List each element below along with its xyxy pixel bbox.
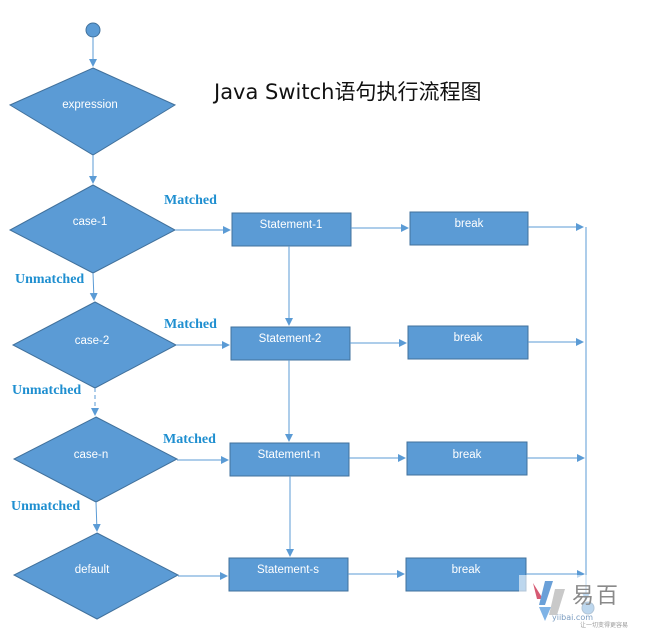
break-s-label: break — [451, 564, 481, 576]
statement-n-label: Statement-n — [257, 449, 321, 461]
yiibai-logo-icon — [519, 575, 654, 637]
case-1-label: case-1 — [72, 216, 108, 228]
expression-diamond — [8, 67, 177, 156]
matched-label-3: Matched — [163, 432, 216, 447]
break-2-label: break — [453, 332, 483, 344]
statement-1-label: Statement-1 — [259, 219, 323, 231]
break-2-box — [407, 325, 529, 360]
statement-1-box — [231, 212, 352, 247]
break-n-box — [406, 441, 528, 476]
default-diamond — [12, 532, 180, 620]
unmatched-label-3: Unmatched — [11, 499, 81, 514]
statement-2-label: Statement-2 — [258, 333, 322, 345]
unmatched-label-2: Unmatched — [12, 383, 82, 398]
break-1-box — [409, 211, 529, 246]
statement-s-box — [228, 557, 349, 592]
break-n-label: break — [452, 449, 482, 461]
matched-label-1: Matched — [164, 193, 217, 208]
unmatched-label-1: Unmatched — [15, 272, 85, 287]
expression-label: expression — [62, 99, 118, 111]
watermark-slogan: 让一切变得更容易 — [580, 622, 629, 629]
default-label: default — [74, 564, 110, 576]
case-n-label: case-n — [73, 449, 109, 461]
watermark-text: 易百 — [572, 584, 621, 609]
statement-2-box — [230, 326, 351, 361]
break-1-label: break — [454, 218, 484, 230]
statement-n-box — [229, 442, 350, 477]
diagram-title: Java Switch语句执行流程图 — [214, 80, 482, 104]
matched-label-2: Matched — [164, 317, 217, 332]
case-2-label: case-2 — [74, 335, 110, 347]
watermark-site: yiibai.com — [552, 613, 594, 622]
case-1-diamond — [8, 184, 177, 274]
flow-arrows — [89, 37, 590, 601]
start-node — [85, 22, 101, 38]
statement-s-label: Statement-s — [257, 564, 319, 576]
